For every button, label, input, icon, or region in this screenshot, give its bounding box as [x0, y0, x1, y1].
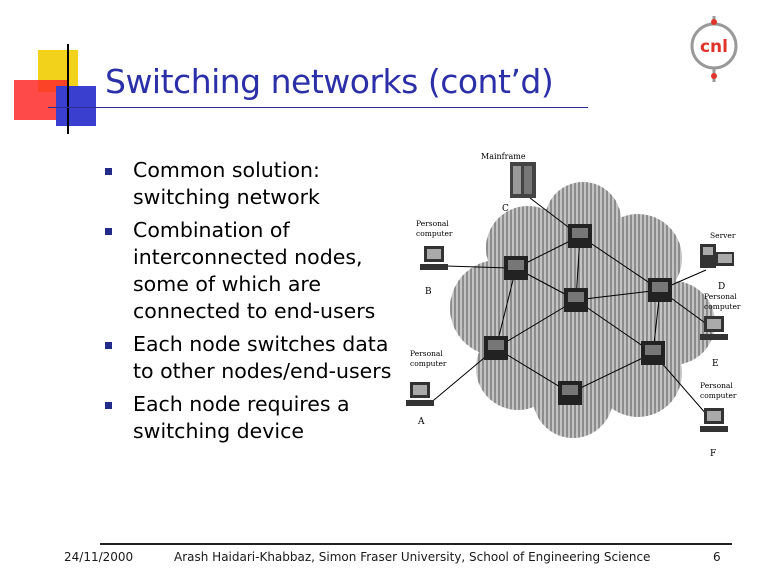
bullet-item: Each node requires a switching device	[103, 391, 403, 445]
node-label-d: D	[718, 282, 725, 292]
personal-computer-icon	[406, 382, 434, 406]
decor-vertical-line	[67, 44, 69, 134]
bullet-square-icon	[105, 342, 112, 349]
pc-label-e: Personal	[704, 292, 737, 301]
personal-computer-icon	[420, 246, 448, 270]
switch-node	[568, 224, 592, 248]
bullet-text: Each node switches data to other nodes/e…	[133, 332, 392, 383]
pc-label-a: computer	[410, 359, 447, 368]
personal-computer-icon	[700, 316, 728, 340]
switch-node	[564, 288, 588, 312]
footer-divider	[100, 543, 732, 545]
slide-title: Switching networks (cont’d)	[105, 62, 554, 101]
pc-label-b: computer	[416, 229, 453, 238]
bullet-item: Combination of interconnected nodes, som…	[103, 217, 403, 325]
node-label-a: A	[417, 417, 425, 427]
node-label-b: B	[425, 287, 432, 297]
page-number: 6	[713, 550, 721, 564]
pc-label-f: computer	[700, 391, 737, 400]
bullet-square-icon	[105, 228, 112, 235]
title-underline	[48, 107, 588, 108]
bullet-list: Common solution: switching network Combi…	[103, 157, 403, 451]
cnl-logo-text: cnl	[700, 37, 728, 57]
mainframe-label: Mainframe	[481, 152, 526, 161]
pc-label-a: Personal	[410, 349, 443, 358]
node-label-f: F	[710, 449, 716, 459]
switching-network-diagram: Mainframe C Personal computer B Server D…	[406, 152, 741, 459]
network-cloud	[450, 182, 715, 438]
footer-author: Arash Haidari-Khabbaz, Simon Fraser Univ…	[174, 550, 651, 564]
cnl-logo-icon: cnl	[690, 16, 738, 82]
bullet-square-icon	[105, 168, 112, 175]
personal-computer-icon	[700, 408, 728, 432]
mainframe-icon	[510, 162, 536, 198]
pc-label-b: Personal	[416, 219, 449, 228]
pc-label-e: computer	[704, 302, 741, 311]
bullet-text: Common solution: switching network	[133, 158, 320, 209]
footer-date: 24/11/2000	[64, 550, 134, 564]
server-label: Server	[710, 231, 736, 240]
node-label-c: C	[502, 204, 509, 214]
bullet-text: Each node requires a switching device	[133, 392, 350, 443]
node-label-e: E	[712, 359, 719, 369]
bullet-item: Each node switches data to other nodes/e…	[103, 331, 403, 385]
pc-label-f: Personal	[700, 381, 733, 390]
bullet-item: Common solution: switching network	[103, 157, 403, 211]
server-icon	[700, 244, 734, 268]
switch-node	[484, 336, 508, 360]
bullet-square-icon	[105, 402, 112, 409]
switch-node	[504, 256, 528, 280]
decor-blue-square	[56, 86, 96, 126]
switch-node	[558, 381, 582, 405]
bullet-text: Combination of interconnected nodes, som…	[133, 218, 376, 323]
switch-node	[641, 341, 665, 365]
switch-node	[648, 278, 672, 302]
